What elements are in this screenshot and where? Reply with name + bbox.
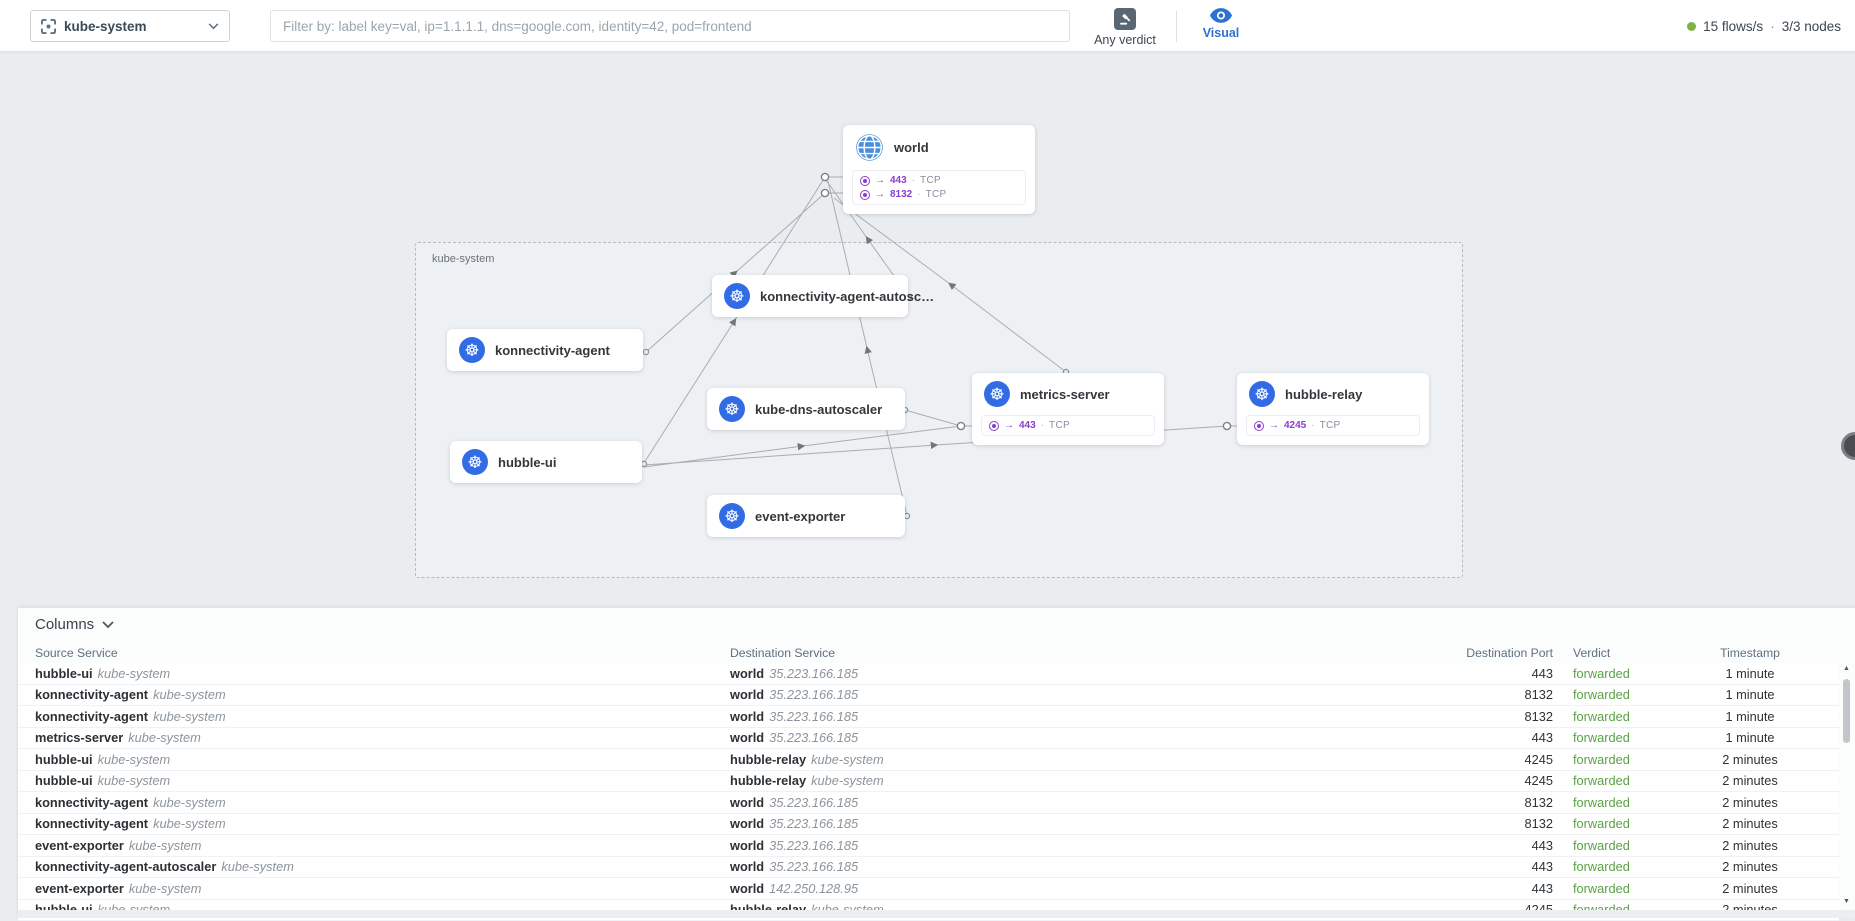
arrow-right-icon: → [1004, 420, 1014, 431]
service-node-kube-dns-autoscaler[interactable]: ☸ kube-dns-autoscaler [707, 388, 905, 430]
node-title: hubble-relay [1285, 387, 1362, 402]
kubernetes-icon: ☸ [724, 283, 750, 309]
port-entry[interactable]: → 4245 · TCP [1254, 420, 1412, 431]
flows-rate: 15 flows/s [1703, 19, 1763, 34]
namespace-frame-icon [41, 19, 56, 34]
flows-table-header: Source Service Destination Service Desti… [18, 642, 1855, 663]
col-timestamp[interactable]: Timestamp [1665, 646, 1835, 660]
scrollbar-thumb[interactable] [1843, 679, 1850, 743]
eye-icon [1210, 8, 1232, 23]
flows-panel: Columns Source Service Destination Servi… [18, 608, 1855, 918]
service-node-konnectivity-agent-autoscaler[interactable]: ☸ konnectivity-agent-autosc… [712, 275, 908, 317]
col-source-service[interactable]: Source Service [35, 646, 730, 660]
col-verdict[interactable]: Verdict [1555, 646, 1665, 660]
kubernetes-icon: ☸ [459, 337, 485, 363]
filter-input[interactable] [270, 10, 1070, 42]
node-title: event-exporter [755, 509, 845, 524]
toolbar: kube-system Any verdict Visual 15 flow [0, 0, 1855, 52]
port-entry[interactable]: → 8132 · TCP [860, 189, 1018, 200]
nodes-count: 3/3 nodes [1782, 19, 1841, 34]
col-destination-service[interactable]: Destination Service [730, 646, 1450, 660]
kubernetes-icon: ☸ [1249, 381, 1275, 407]
globe-icon [855, 133, 884, 162]
port-entry[interactable]: → 443 · TCP [860, 175, 1018, 186]
kubernetes-icon: ☸ [719, 503, 745, 529]
port-icon [860, 176, 870, 186]
status-dot [1687, 22, 1696, 31]
service-node-event-exporter[interactable]: ☸ event-exporter [707, 495, 905, 537]
gavel-icon [1114, 8, 1136, 30]
service-node-metrics-server[interactable]: ☸ metrics-server → 443 · TCP [972, 373, 1164, 445]
kubernetes-icon: ☸ [984, 381, 1010, 407]
node-title: konnectivity-agent-autosc… [760, 289, 934, 304]
chevron-down-icon [102, 621, 114, 629]
service-map: kube-system [0, 52, 1855, 608]
scroll-up-arrow[interactable]: ▲ [1840, 663, 1853, 675]
verdict-filter-button[interactable]: Any verdict [1090, 8, 1160, 47]
node-ports: → 443 · TCP [981, 415, 1155, 436]
kubernetes-icon: ☸ [462, 449, 488, 475]
port-entry[interactable]: → 443 · TCP [989, 420, 1147, 431]
node-title: konnectivity-agent [495, 343, 610, 358]
arrow-right-icon: → [1269, 420, 1279, 431]
scroll-down-arrow[interactable]: ▼ [1840, 896, 1853, 908]
node-ports: → 443 · TCP → 8132 · TCP [852, 170, 1026, 205]
chevron-down-icon [208, 23, 219, 30]
kubernetes-icon: ☸ [719, 396, 745, 422]
node-title: kube-dns-autoscaler [755, 402, 882, 417]
node-title: hubble-ui [498, 455, 557, 470]
namespace-select[interactable]: kube-system [30, 10, 230, 42]
arrow-right-icon: → [875, 189, 885, 200]
node-title: world [894, 140, 929, 155]
arrow-right-icon: → [875, 175, 885, 186]
node-title: metrics-server [1020, 387, 1110, 402]
namespace-value: kube-system [64, 19, 208, 34]
table-scrollbar: ▲ ▼ [1840, 663, 1853, 908]
horizontal-scroll-track[interactable] [18, 910, 1855, 918]
visual-mode-toggle[interactable]: Visual [1192, 8, 1250, 40]
service-node-hubble-ui[interactable]: ☸ hubble-ui [450, 441, 642, 483]
toolbar-divider [1176, 11, 1177, 42]
service-node-world[interactable]: world → 443 · TCP → 8132 · TCP [843, 125, 1035, 214]
col-destination-port[interactable]: Destination Port [1450, 646, 1555, 660]
node-ports: → 4245 · TCP [1246, 415, 1420, 436]
service-node-hubble-relay[interactable]: ☸ hubble-relay → 4245 · TCP [1237, 373, 1429, 445]
port-icon [989, 421, 999, 431]
port-icon [860, 190, 870, 200]
service-node-konnectivity-agent[interactable]: ☸ konnectivity-agent [447, 329, 643, 371]
status-indicator: 15 flows/s · 3/3 nodes [1687, 0, 1841, 52]
columns-dropdown[interactable]: Columns [35, 616, 114, 633]
port-icon [1254, 421, 1264, 431]
